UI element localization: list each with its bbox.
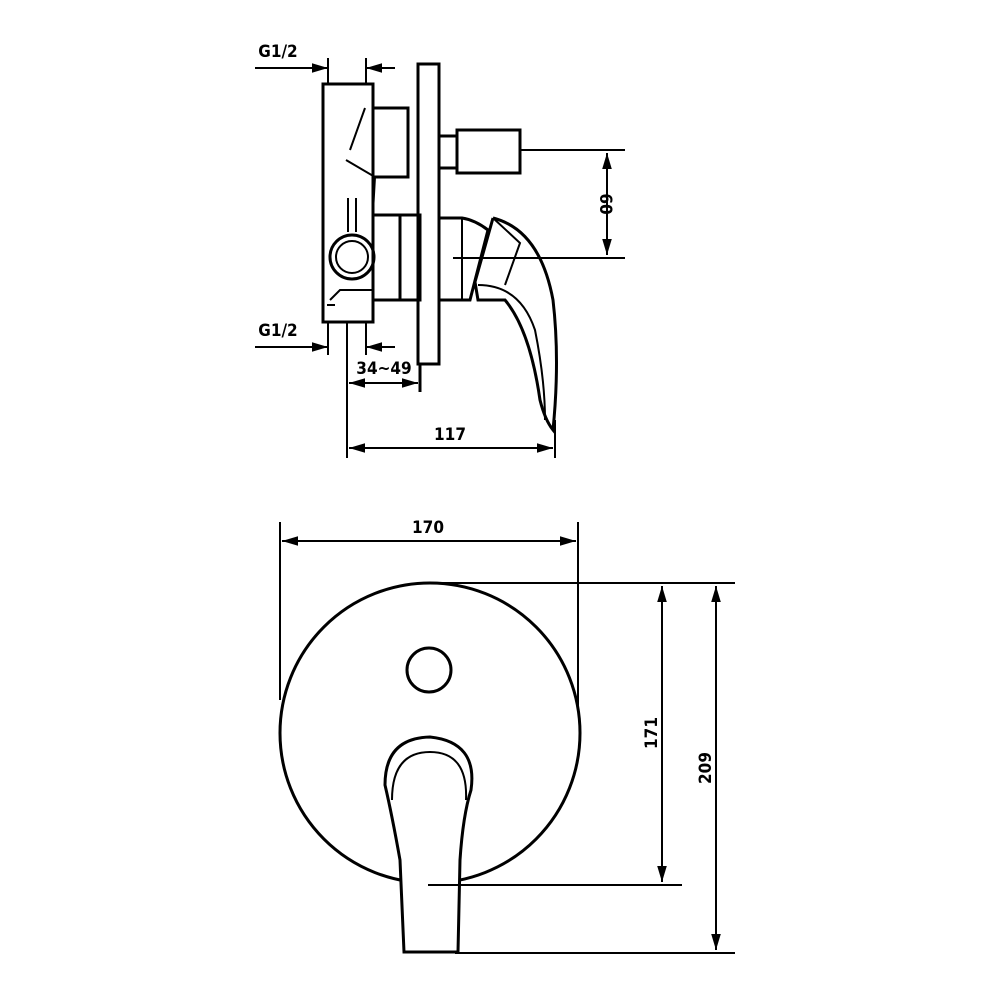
diverter-knob (405, 646, 453, 694)
front-view: 170 171 209 (278, 518, 735, 954)
plate-width-label: 170 (412, 518, 444, 538)
lever-handle-front (383, 735, 474, 954)
inlet-port-circle (328, 233, 376, 281)
dimension-inlet-bottom: G1/2 (255, 321, 395, 355)
diverter-stem (437, 128, 522, 175)
valve-body (321, 82, 422, 324)
dimension-outlet-spacing: 60 (453, 149, 625, 259)
dimension-plate-height: 171 (420, 582, 735, 886)
cover-plate-side (416, 62, 441, 392)
wall-depth-label: 34~49 (356, 359, 411, 379)
projection-label: 117 (434, 425, 466, 445)
side-view: G1/2 G1/2 60 34~49 117 (255, 42, 625, 458)
dimension-wall-depth: 34~49 (346, 322, 418, 458)
dimension-overall-height: 209 (455, 586, 735, 954)
overall-height-label: 209 (696, 752, 716, 784)
dimension-plate-width: 170 (279, 518, 579, 712)
inlet-top-label: G1/2 (258, 42, 297, 62)
dimension-inlet-top: G1/2 (255, 42, 395, 84)
lever-handle-side (439, 216, 558, 434)
inlet-bottom-label: G1/2 (258, 321, 297, 341)
outlet-spacing-label: 60 (595, 193, 615, 214)
plate-height-label: 171 (642, 717, 662, 749)
dimension-projection: 117 (349, 420, 556, 458)
